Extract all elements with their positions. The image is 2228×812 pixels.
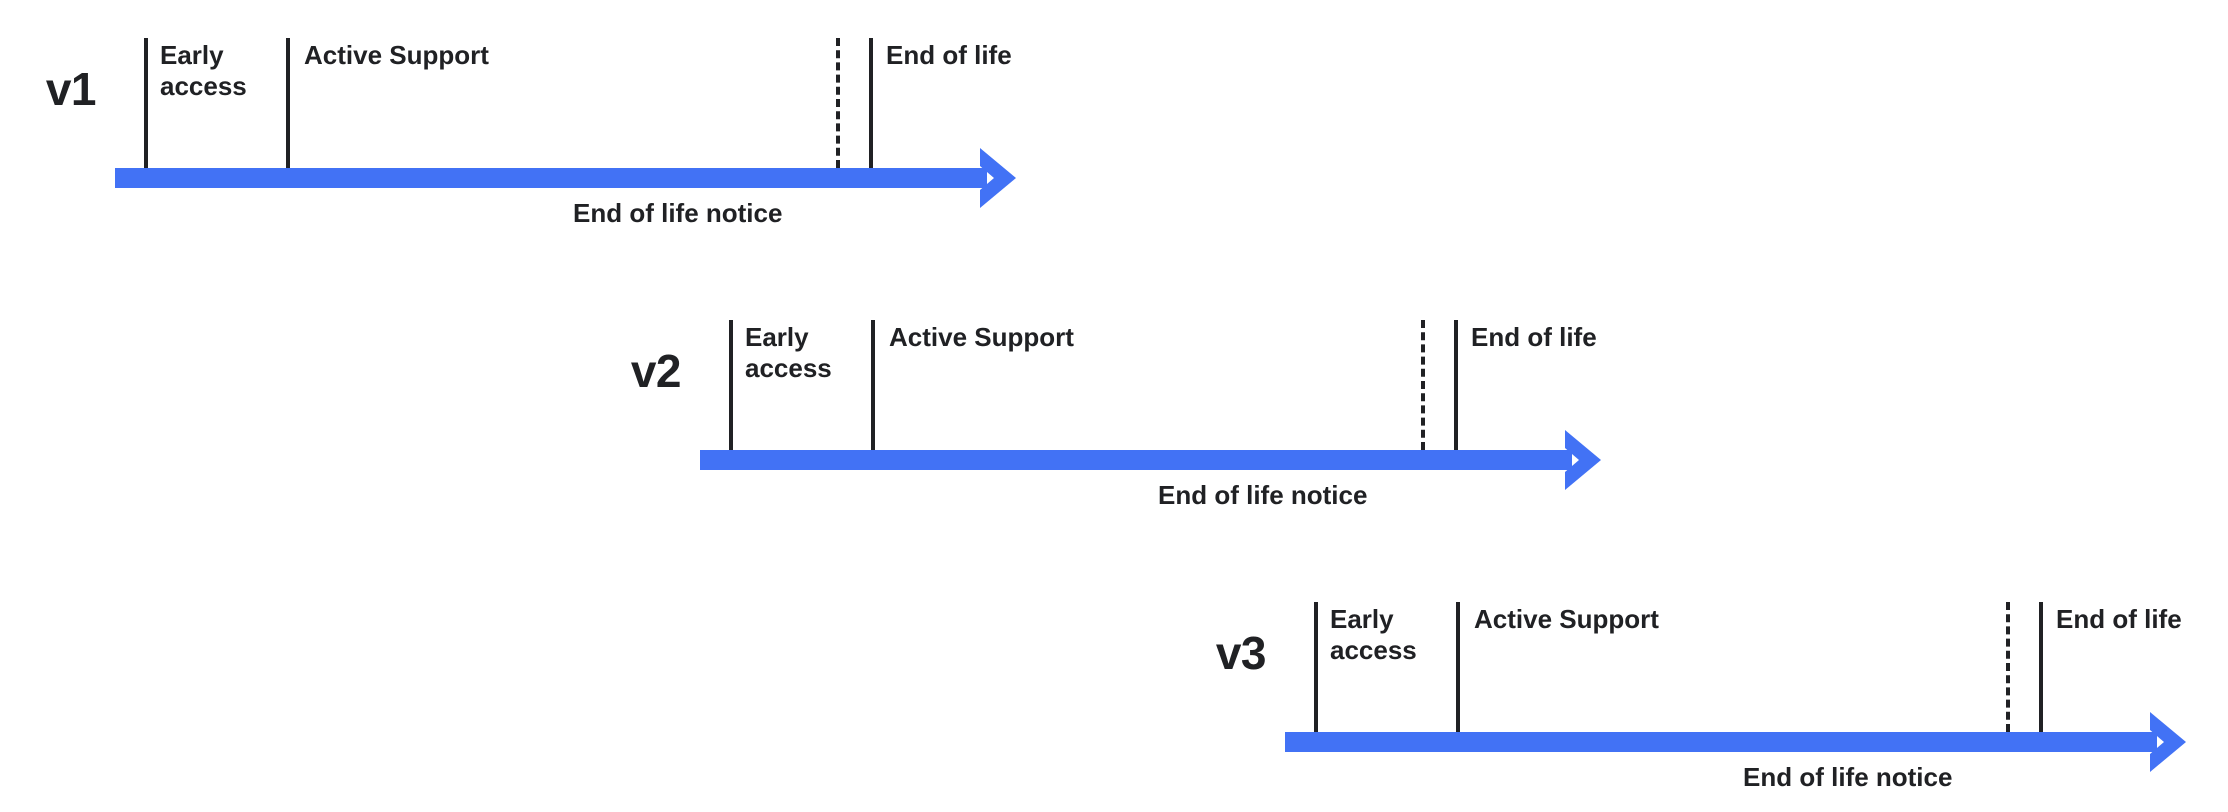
notice-label-end-of-life-notice: End of life notice — [1743, 762, 1953, 792]
version-label-v3: v3 — [1215, 627, 1267, 679]
phase-label-end-of-life: End of life — [2056, 604, 2182, 634]
phase-label-active-support: Active Support — [304, 40, 489, 70]
tick-early-access-start — [1314, 602, 1318, 732]
notice-label-end-of-life-notice: End of life notice — [1158, 480, 1368, 510]
lifecycle-track — [700, 450, 1572, 470]
lifecycle-track — [115, 168, 987, 188]
tick-end-of-life-start — [869, 38, 873, 168]
tick-early-access-start — [144, 38, 148, 168]
phase-label-early-access: Early access — [745, 322, 832, 383]
version-label-v1: v1 — [45, 63, 97, 115]
tick-end-of-life-start — [2039, 602, 2043, 732]
tick-active-support-start — [286, 38, 290, 168]
tick-end-of-life-start — [1454, 320, 1458, 450]
notice-label-end-of-life-notice: End of life notice — [573, 198, 783, 228]
lifecycle-track — [1285, 732, 2157, 752]
arrow-head-icon — [1557, 426, 1625, 494]
phase-label-end-of-life: End of life — [1471, 322, 1597, 352]
phase-label-active-support: Active Support — [889, 322, 1074, 352]
phase-label-early-access: Early access — [160, 40, 247, 101]
tick-active-support-start — [1456, 602, 1460, 732]
phase-label-active-support: Active Support — [1474, 604, 1659, 634]
arrow-head-icon — [972, 144, 1040, 212]
phase-label-early-access: Early access — [1330, 604, 1417, 665]
tick-end-of-life-notice — [836, 38, 840, 168]
tick-end-of-life-notice — [1421, 320, 1425, 450]
tick-early-access-start — [729, 320, 733, 450]
tick-end-of-life-notice — [2006, 602, 2010, 732]
phase-label-end-of-life: End of life — [886, 40, 1012, 70]
arrow-head-icon — [2142, 708, 2210, 776]
tick-active-support-start — [871, 320, 875, 450]
version-label-v2: v2 — [630, 345, 682, 397]
